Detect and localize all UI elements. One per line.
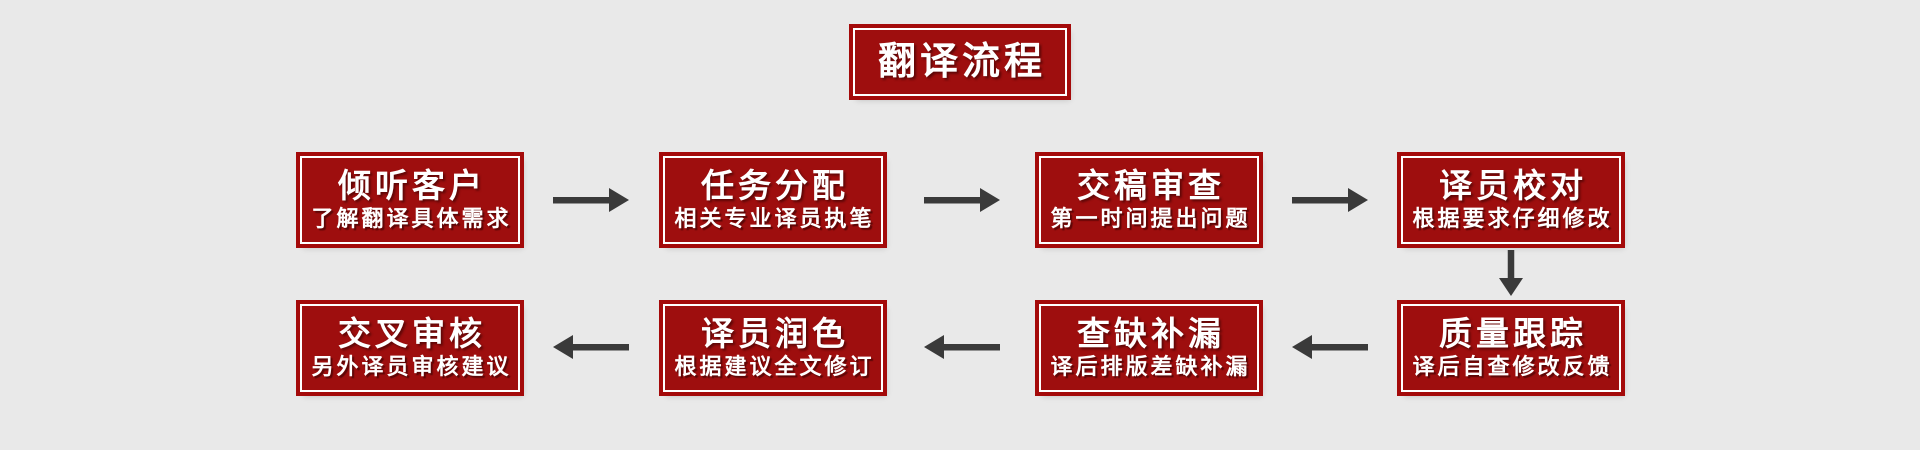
step-title: 交叉审核 [338, 315, 486, 353]
step-box-task-assignment: 任务分配 相关专业译员执笔 [663, 156, 883, 244]
step-subtitle: 根据要求仔细修改 [1412, 205, 1613, 231]
step-subtitle: 另外译员审核建议 [311, 353, 512, 379]
step-title: 任务分配 [701, 167, 849, 205]
step-subtitle: 相关专业译员执笔 [674, 205, 875, 231]
step-box-gap-check: 查缺补漏 译后排版差缺补漏 [1039, 304, 1259, 392]
diagram-title-box: 翻译流程 [853, 28, 1067, 96]
arrow-left-icon [1292, 331, 1368, 368]
step-subtitle: 译后排版差缺补漏 [1050, 353, 1251, 379]
diagram-title: 翻译流程 [877, 41, 1046, 83]
step-box-draft-review: 交稿审查 第一时间提出问题 [1039, 156, 1259, 244]
step-title: 译员校对 [1439, 167, 1587, 205]
step-title: 交稿审查 [1077, 167, 1225, 205]
step-box-quality-tracking: 质量跟踪 译后自查修改反馈 [1401, 304, 1621, 392]
step-box-cross-review: 交叉审核 另外译员审核建议 [300, 304, 520, 392]
step-subtitle: 第一时间提出问题 [1050, 205, 1251, 231]
arrow-right-icon [924, 184, 1000, 221]
step-title: 质量跟踪 [1439, 315, 1587, 353]
step-title: 译员润色 [701, 315, 849, 353]
step-title: 倾听客户 [338, 167, 486, 205]
arrow-left-icon [924, 331, 1000, 368]
step-subtitle: 译后自查修改反馈 [1412, 353, 1613, 379]
step-subtitle: 根据建议全文修订 [674, 353, 875, 379]
arrow-right-icon [1292, 184, 1368, 221]
arrow-down-icon [1495, 250, 1527, 301]
step-box-translator-polish: 译员润色 根据建议全文修订 [663, 304, 883, 392]
step-subtitle: 了解翻译具体需求 [311, 205, 512, 231]
arrow-right-icon [553, 184, 629, 221]
step-box-listen-client: 倾听客户 了解翻译具体需求 [300, 156, 520, 244]
arrow-left-icon [553, 331, 629, 368]
step-box-translator-proofread: 译员校对 根据要求仔细修改 [1401, 156, 1621, 244]
step-title: 查缺补漏 [1077, 315, 1225, 353]
